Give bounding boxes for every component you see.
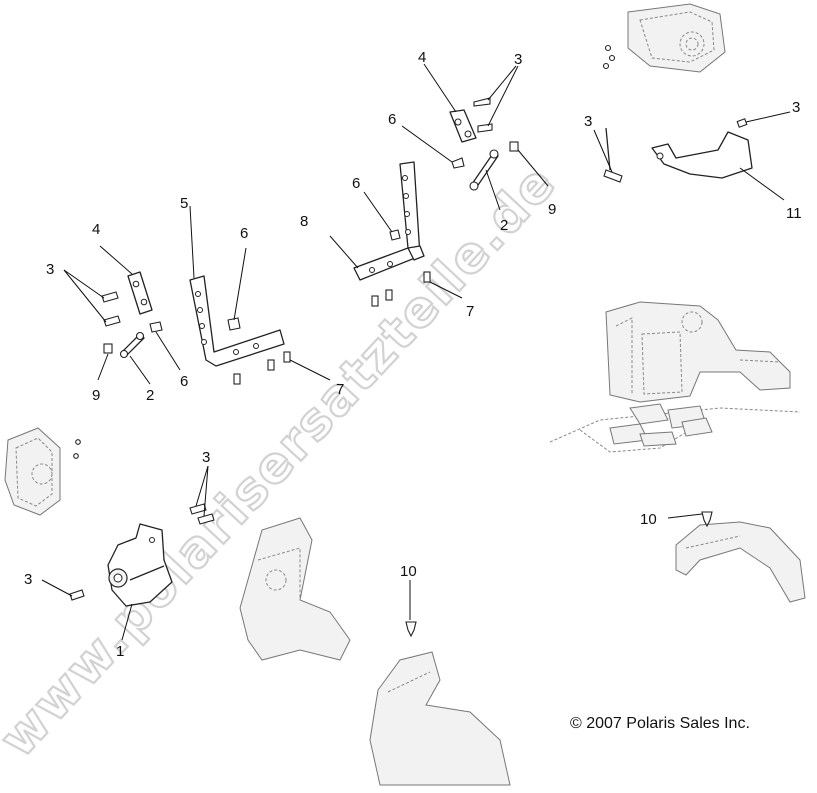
- linkage-part-2-upper: [451, 141, 519, 191]
- linkage-part-2-lower: [103, 321, 163, 359]
- copyright-notice: © 2007 Polaris Sales Inc.: [570, 715, 750, 732]
- callout-labels: 4 3 6 2 9 3 3 11 8 6 7 5 6 7 4 3 9 2 6 3…: [24, 49, 802, 660]
- front-bumper-ghost-right: [675, 521, 806, 603]
- callout-6-lower: 6: [180, 373, 188, 390]
- leader-lines: [41, 63, 791, 641]
- callout-4-lower: 4: [92, 221, 100, 238]
- callout-7-lower: 7: [336, 381, 344, 398]
- headlight-housing-left: [4, 427, 81, 516]
- cover-housing-part-1: [69, 503, 215, 607]
- callout-5: 5: [180, 195, 188, 212]
- callout-9-upper: 9: [548, 201, 556, 218]
- front-bumper-ghost-bottom: [369, 651, 511, 786]
- fastener-part-10: [405, 511, 713, 638]
- callout-6-mid: 6: [352, 175, 360, 192]
- front-fender-ghost-center-left: [239, 517, 351, 661]
- callout-9-lower: 9: [92, 387, 100, 404]
- clamp-part-4-upper: [449, 97, 493, 143]
- callout-6-left-bracket: 6: [240, 225, 248, 242]
- bracket-part-11: [603, 118, 753, 183]
- callout-8: 8: [300, 213, 308, 230]
- seat-bracket-part-8: [353, 161, 431, 307]
- headlight-housing-top-right: [602, 3, 726, 73]
- callout-3-top-right: 3: [584, 113, 592, 130]
- watermark: www.polarisersatzteile.de: [0, 153, 567, 768]
- callout-3-housing: 3: [202, 449, 210, 466]
- callout-10-right: 10: [640, 511, 657, 528]
- callout-2-lower: 2: [146, 387, 154, 404]
- callout-3-upper: 3: [514, 51, 522, 68]
- front-cab-panel-ghost: [549, 301, 801, 453]
- callout-3-far-right: 3: [792, 99, 800, 116]
- callout-3-bottom-left: 3: [24, 571, 32, 588]
- callout-6-upper: 6: [388, 111, 396, 128]
- callout-3-left: 3: [46, 261, 54, 278]
- seat-bracket-part-5: [189, 275, 291, 385]
- clamp-part-4-lower: [101, 271, 153, 327]
- callout-1: 1: [116, 643, 124, 660]
- callout-11: 11: [786, 205, 802, 222]
- callout-2-upper: 2: [500, 217, 508, 234]
- callout-4-upper: 4: [418, 49, 426, 66]
- callout-7-upper: 7: [466, 303, 474, 320]
- callout-10-bottom: 10: [400, 563, 417, 580]
